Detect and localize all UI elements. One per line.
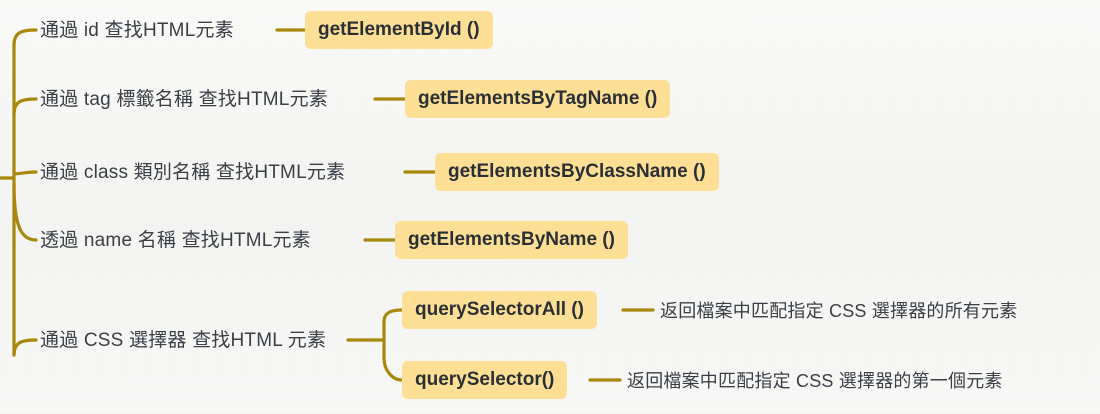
- method-chip-label: querySelector(): [402, 361, 568, 399]
- method-chip-get-element-by-id[interactable]: getElementById (): [305, 11, 493, 49]
- branch-stub-3: [12, 170, 38, 176]
- method-chip-query-selector[interactable]: querySelector(): [402, 361, 568, 399]
- method-chip-get-elements-by-class-name[interactable]: getElementsByClassName (): [435, 153, 719, 191]
- branch-stub-5: [12, 338, 38, 357]
- branch-label-by-tag-name[interactable]: 通過 tag 標籤名稱 查找HTML元素: [40, 89, 328, 110]
- method-chip-label: getElementsByClassName (): [435, 153, 719, 191]
- branch-label-by-name[interactable]: 透過 name 名稱 查找HTML元素: [40, 230, 311, 251]
- description-query-selector-all: 返回檔案中匹配指定 CSS 選擇器的所有元素: [660, 301, 1018, 321]
- branch-stub-1: [12, 28, 38, 47]
- description-query-selector: 返回檔案中匹配指定 CSS 選擇器的第一個元素: [627, 371, 1003, 391]
- branch-label-by-css-selector[interactable]: 通過 CSS 選擇器 查找HTML 元素: [40, 330, 327, 351]
- method-chip-query-selector-all[interactable]: querySelectorAll (): [402, 291, 597, 329]
- css-arm-2: [382, 356, 404, 382]
- method-chip-label: querySelectorAll (): [402, 291, 597, 329]
- branch-stub-4: [12, 182, 38, 242]
- css-arm-1: [382, 308, 404, 324]
- method-chip-get-elements-by-name[interactable]: getElementsByName (): [395, 221, 628, 259]
- branch-stub-2: [12, 97, 38, 116]
- method-chip-label: getElementsByTagName (): [405, 80, 671, 118]
- method-chip-label: getElementById (): [305, 11, 493, 49]
- branch-label-by-class-name[interactable]: 通過 class 類別名稱 查找HTML元素: [40, 162, 346, 183]
- method-chip-get-elements-by-tag-name[interactable]: getElementsByTagName (): [405, 80, 671, 118]
- branch-label-by-id[interactable]: 通過 id 查找HTML元素: [40, 20, 234, 41]
- method-chip-label: getElementsByName (): [395, 221, 628, 259]
